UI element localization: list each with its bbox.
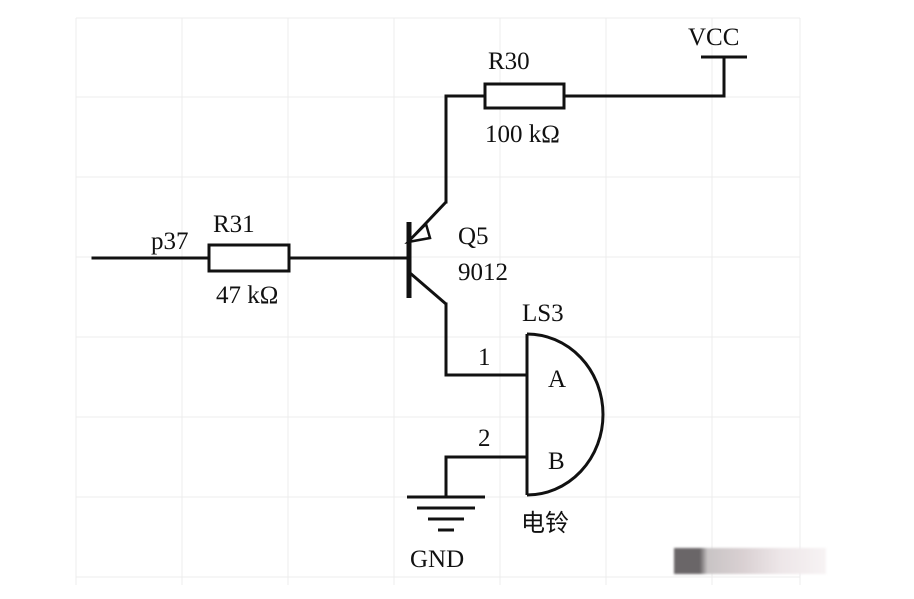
p37-net-label: p37 — [151, 228, 189, 255]
pin2-label: 2 — [478, 425, 491, 452]
background-grid — [75, 17, 801, 585]
vcc-symbol — [701, 55, 747, 98]
r31-name-label: R31 — [213, 211, 255, 238]
blurred-watermark — [674, 548, 826, 574]
r30-name-label: R30 — [488, 48, 530, 75]
vcc-label: VCC — [688, 24, 739, 51]
gnd-symbol — [407, 455, 485, 532]
r30-resistor — [444, 82, 726, 110]
r31-resistor — [91, 243, 411, 273]
r30-value-label: 100 kΩ — [485, 121, 560, 148]
ls3-name-label: LS3 — [522, 300, 564, 327]
pin-b-label: B — [548, 448, 565, 475]
pin1-label: 1 — [478, 344, 491, 371]
q5-name-label: Q5 — [458, 223, 489, 250]
q5-transistor — [404, 94, 448, 377]
pin-a-label: A — [548, 366, 566, 393]
ls3-buzzer — [444, 332, 605, 497]
q5-part-label: 9012 — [458, 259, 508, 286]
r31-value-label: 47 kΩ — [216, 282, 278, 309]
buzzer-caption: 电铃 — [521, 509, 569, 537]
gnd-label: GND — [410, 546, 464, 573]
